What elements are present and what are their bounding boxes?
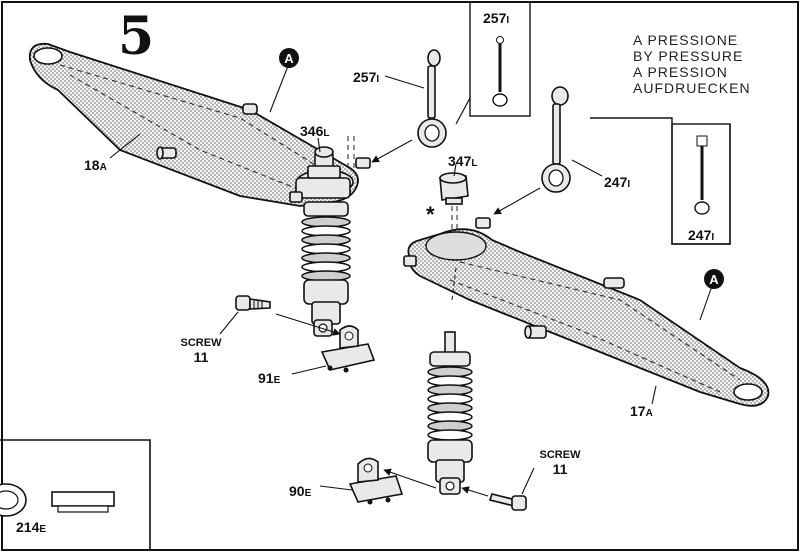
- screw-right-word: SCREW: [540, 449, 582, 461]
- marker-a-left-text: A: [284, 51, 294, 66]
- asterisk-mark: *: [426, 202, 435, 227]
- marker-a-left: A: [279, 48, 299, 68]
- step-number: 5: [118, 6, 154, 67]
- spring-coil: [427, 429, 473, 441]
- ball-stud-346l: [307, 136, 371, 179]
- detail-box-257i: [455, 1, 531, 125]
- marker-a-right-text: A: [709, 272, 719, 287]
- detail-box-247i: [590, 117, 731, 245]
- label-17a: 17A: [630, 403, 653, 419]
- label-91e: 91E: [258, 370, 281, 386]
- pressure-note-de: AUFDRUECKEN: [633, 80, 751, 96]
- screw-left: [235, 295, 341, 336]
- pressure-note-it: A PRESSIONE: [633, 32, 738, 48]
- shock-absorber-right: [427, 331, 473, 495]
- wishbone-18a: [28, 42, 359, 207]
- wishbone-17a: [403, 228, 770, 407]
- label-90e: 90E: [289, 483, 312, 499]
- label-247i-box: 247I: [688, 227, 714, 243]
- pressure-note-en: BY PRESSURE: [633, 48, 743, 64]
- label-346l: 346L: [300, 123, 329, 139]
- label-247i: 247I: [604, 174, 630, 190]
- label-347l: 347L: [448, 153, 477, 169]
- label-214e: 214E: [16, 519, 46, 535]
- label-18a: 18A: [84, 157, 107, 173]
- bracket-90e: [348, 457, 437, 505]
- ball-stud-347l: [439, 172, 491, 232]
- pressure-note-fr: A PRESSION: [633, 64, 728, 80]
- label-257i-box: 257I: [483, 10, 509, 26]
- screw-left-num: 11: [194, 349, 209, 365]
- shock-absorber-left: [301, 201, 351, 337]
- screw-right: [461, 486, 527, 511]
- link-257i: [371, 49, 447, 163]
- bracket-91e: [320, 325, 376, 373]
- pressure-note: A PRESSIONE BY PRESSURE A PRESSION AUFDR…: [633, 32, 751, 96]
- link-247i: [493, 86, 571, 215]
- inset-214e: [0, 439, 151, 550]
- screw-right-num: 11: [553, 461, 568, 477]
- marker-a-right: A: [704, 269, 724, 289]
- label-257i: 257I: [353, 69, 379, 85]
- screw-left-word: SCREW: [181, 337, 223, 349]
- leader-lines: [109, 65, 713, 495]
